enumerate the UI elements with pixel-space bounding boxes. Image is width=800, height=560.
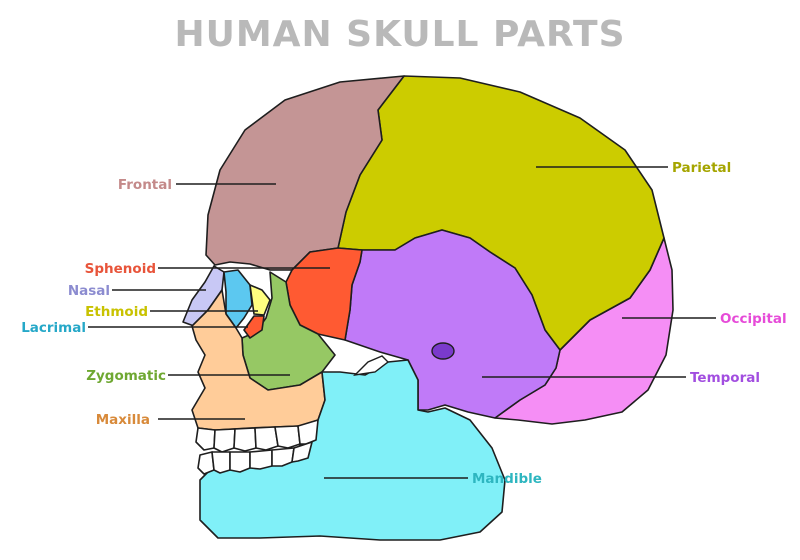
ear-canal [431,342,455,360]
label-ethmoid: Ethmoid [85,304,148,320]
lacrimal-bone [223,269,253,329]
label-sphenoid: Sphenoid [85,261,156,277]
leader-lines [88,166,716,479]
labels: Frontal Parietal Sphenoid Nasal Ethmoid … [21,160,786,487]
temporal-bone [344,229,561,419]
mandible-notch [353,355,390,377]
label-nasal: Nasal [68,283,110,299]
diagram-title: HUMAN SKULL PARTS [174,14,626,55]
label-mandible: Mandible [472,471,542,487]
ethmoid-bone [249,284,271,316]
label-zygomatic: Zygomatic [86,368,166,384]
label-temporal: Temporal [690,370,760,386]
label-maxilla: Maxilla [96,412,150,428]
frontal-bone [205,75,405,271]
label-occipital: Occipital [720,311,787,327]
label-frontal: Frontal [118,177,172,193]
label-parietal: Parietal [672,160,731,176]
lower-teeth [197,441,313,475]
label-lacrimal: Lacrimal [21,320,86,336]
